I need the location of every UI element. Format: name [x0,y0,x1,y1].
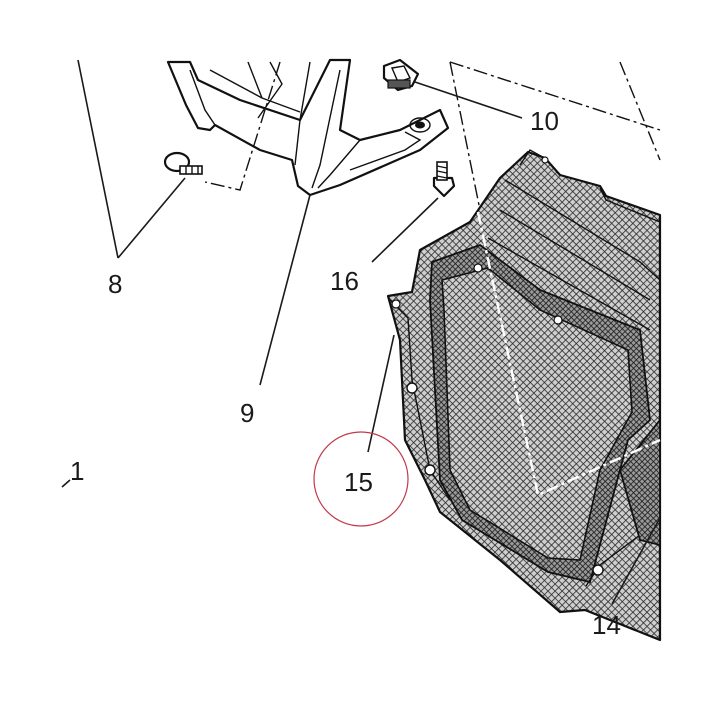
callout-1: 1 [70,456,84,486]
callout-labels: 1 8 9 10 14 15 16 [70,106,621,640]
callout-15: 15 [344,467,373,497]
reference-lines-upper [204,61,661,211]
callout-16: 16 [330,266,359,296]
reference-line-panel [476,211,661,497]
cover-panel-part-15 [386,149,662,642]
clip-nut-part-10 [382,58,420,92]
callout-8: 8 [108,269,122,299]
callout-10: 10 [530,106,559,136]
bracket-part-9 [166,58,450,197]
leader-lines [61,59,186,488]
highlight-ring [313,431,409,527]
callout-14: 14 [592,610,621,640]
callout-leaders [259,81,661,605]
edge-piece-part-14 [619,417,661,547]
push-rivet-part-8 [163,151,203,175]
screw-part-16 [432,161,456,198]
callout-9: 9 [240,398,254,428]
